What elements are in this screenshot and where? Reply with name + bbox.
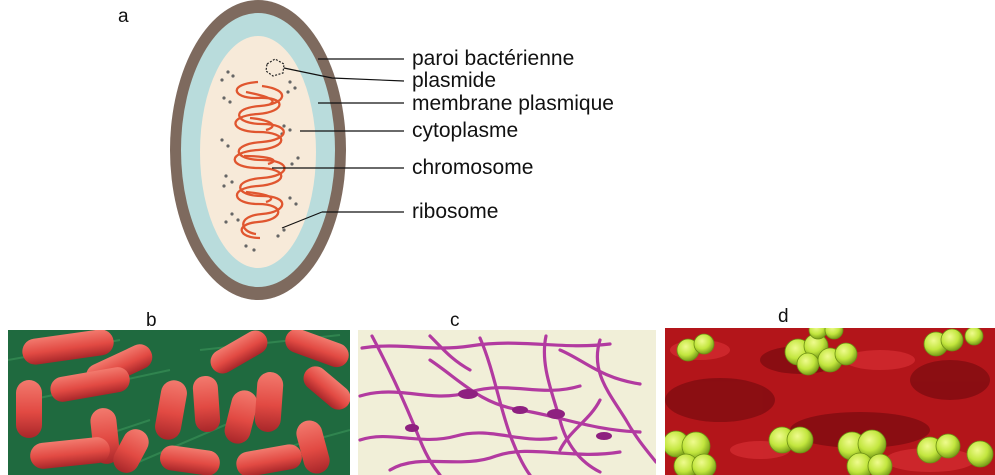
panel-d: d xyxy=(663,306,995,475)
panel-a: a xyxy=(118,0,614,300)
filament-bacteria-micrograph xyxy=(358,330,656,475)
panel-c: c xyxy=(358,310,656,475)
label-membrane-plasmique: membrane plasmique xyxy=(412,92,614,115)
label-cytoplasme: cytoplasme xyxy=(412,119,518,142)
panel-b: b xyxy=(8,310,355,475)
panel-b-letter: b xyxy=(146,310,157,331)
panel-a-letter: a xyxy=(118,6,129,27)
label-ribosome: ribosome xyxy=(412,200,498,223)
rod-bacteria-micrograph xyxy=(8,325,355,475)
panel-d-letter: d xyxy=(778,306,789,327)
panel-c-letter: c xyxy=(450,310,460,331)
label-plasmide: plasmide xyxy=(412,69,496,92)
cocci-bacteria-micrograph xyxy=(663,321,995,475)
label-paroi-bacterienne: paroi bactérienne xyxy=(412,47,574,70)
label-chromosome: chromosome xyxy=(412,156,533,179)
